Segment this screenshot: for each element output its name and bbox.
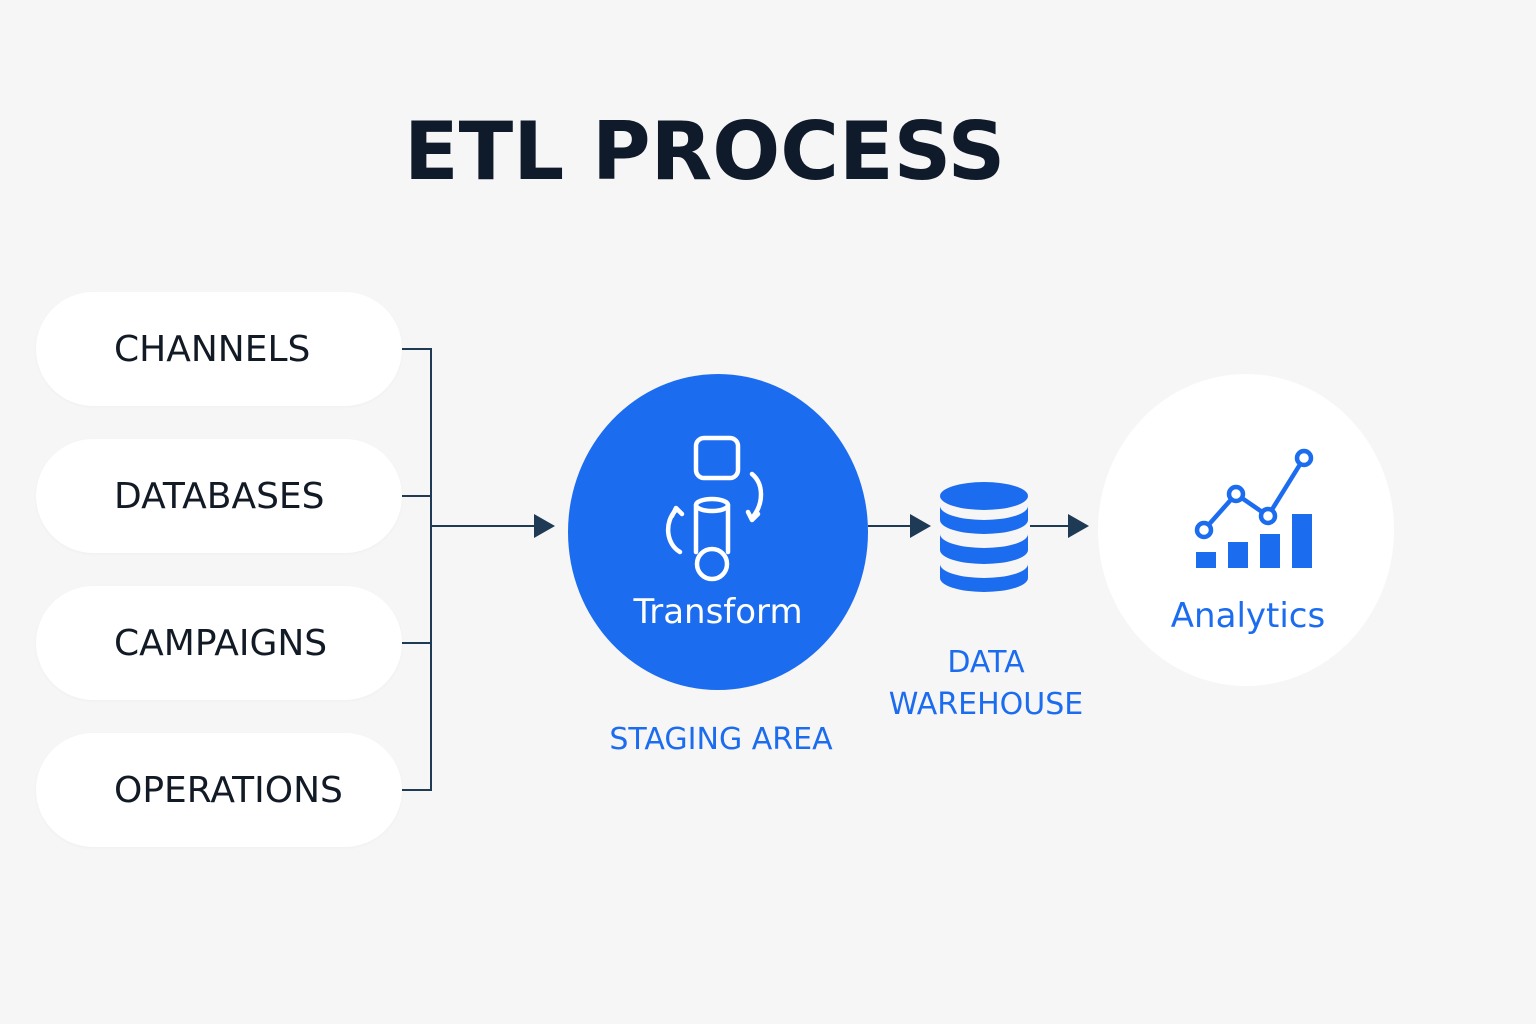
arrow-head-staging [534, 514, 555, 538]
diagram-title: ETL PROCESS [404, 105, 1006, 198]
source-label: CAMPAIGNS [114, 622, 328, 664]
transform-label: Transform [633, 592, 803, 632]
arrow-head-warehouse [910, 514, 931, 538]
source-label: DATABASES [114, 475, 325, 517]
data-warehouse-label: DATA WAREHOUSE [872, 642, 1100, 726]
source-channels: CHANNELS [36, 292, 402, 406]
warehouse-label-line1: DATA [947, 645, 1025, 680]
transform-icon [666, 435, 764, 582]
staging-node: Transform [568, 374, 868, 690]
source-databases: DATABASES [36, 439, 402, 553]
chart-icon [1194, 448, 1314, 568]
arrow-head-analytics [1068, 514, 1089, 538]
source-operations: OPERATIONS [36, 733, 402, 847]
analytics-label: Analytics [1170, 596, 1326, 636]
warehouse-label-line2: WAREHOUSE [888, 687, 1084, 722]
source-campaigns: CAMPAIGNS [36, 586, 402, 700]
staging-area-label: STAGING AREA [609, 722, 833, 757]
source-label: CHANNELS [114, 328, 311, 370]
source-label: OPERATIONS [114, 769, 343, 811]
database-icon [940, 482, 1028, 592]
analytics-node: Analytics [1098, 374, 1394, 686]
